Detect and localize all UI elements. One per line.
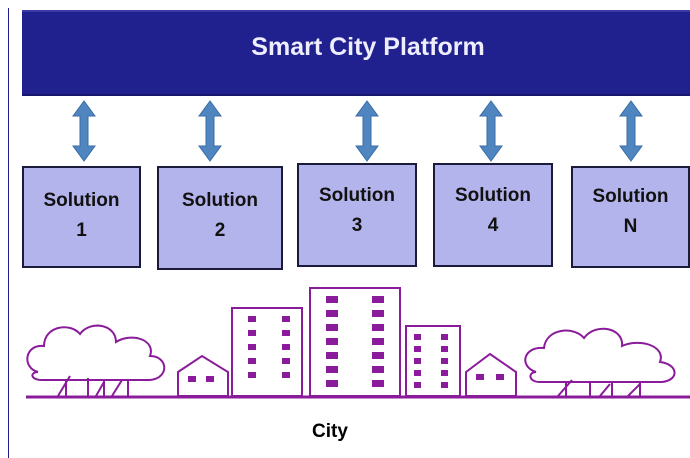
tree-cluster-right-icon — [524, 327, 676, 397]
solution-id: 1 — [76, 220, 87, 241]
house-right-icon — [465, 352, 517, 397]
solution-id: 3 — [351, 215, 363, 236]
tree-cluster-left-icon — [26, 324, 166, 397]
solution-box-4: Solution 4 — [433, 163, 553, 267]
solution-box-n: Solution N — [571, 166, 690, 268]
frame-edge — [8, 8, 9, 458]
solution-id: 4 — [487, 215, 499, 236]
city-label: City — [312, 421, 348, 442]
solution-box-1: Solution 1 — [22, 166, 141, 268]
platform-title: Smart City Platform — [251, 32, 485, 61]
solution-label: Solution — [43, 190, 120, 211]
solution-label: Solution — [592, 186, 669, 207]
building-center-icon — [309, 287, 401, 397]
solution-id: 2 — [214, 220, 226, 241]
building-left-icon — [231, 307, 303, 397]
house-left-icon — [177, 354, 229, 397]
solution-label: Solution — [319, 185, 395, 206]
smart-city-platform-bar: Smart City Platform — [22, 10, 690, 96]
solution-box-3: Solution 3 — [297, 163, 417, 267]
solution-label: Solution — [182, 190, 258, 211]
solution-label: Solution — [455, 185, 531, 206]
solution-id: N — [623, 216, 638, 237]
solution-box-2: Solution 2 — [157, 166, 283, 270]
